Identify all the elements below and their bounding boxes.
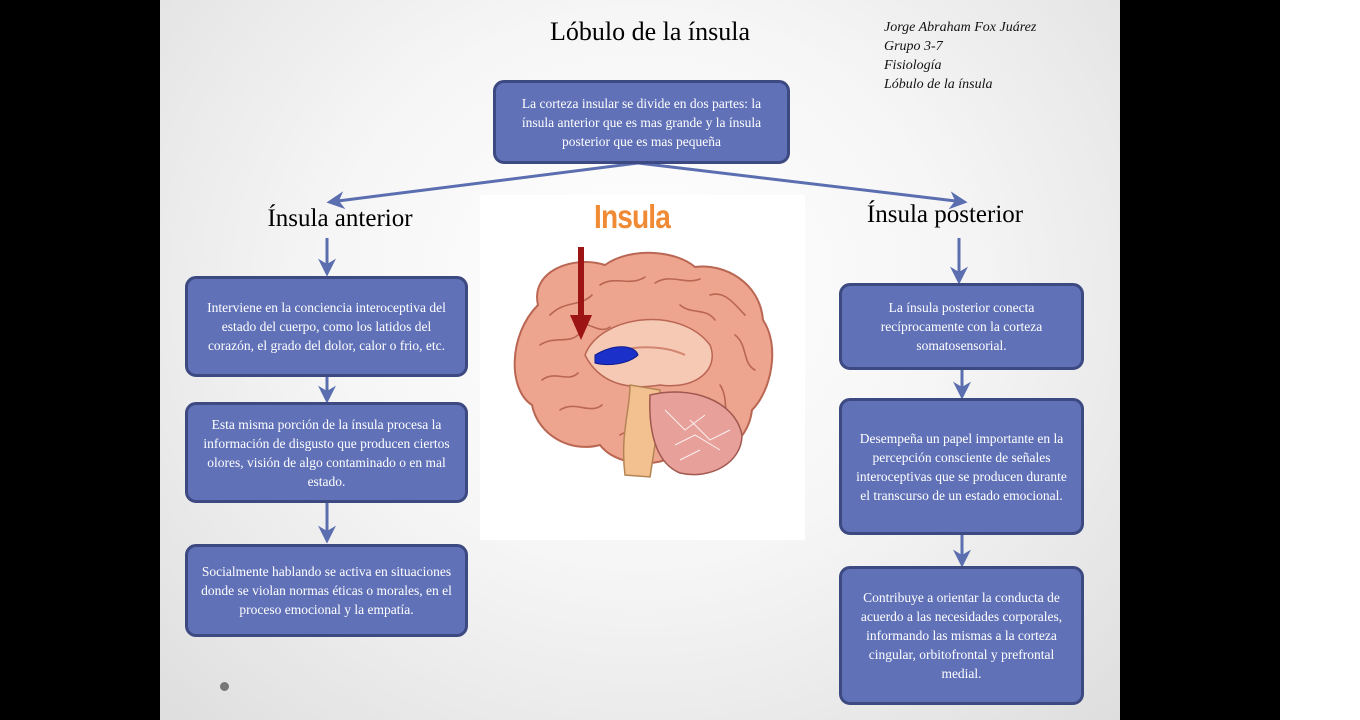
author-name: Jorge Abraham Fox Juárez bbox=[884, 20, 1037, 35]
posterior-box-1-text: La ínsula posterior conecta recíprocamen… bbox=[880, 300, 1043, 353]
author-subject: Fisiología bbox=[884, 58, 942, 73]
root-box: La corteza insular se divide en dos part… bbox=[493, 80, 790, 164]
anterior-box-3-text: Socialmente hablando se activa en situac… bbox=[201, 564, 452, 617]
slide: Lóbulo de la ínsula Jorge Abraham Fox Ju… bbox=[160, 0, 1120, 720]
insula-label: Insula bbox=[594, 198, 671, 235]
author-topic: Lóbulo de la ínsula bbox=[884, 77, 993, 92]
posterior-box-2: Desempeña un papel importante en la perc… bbox=[839, 398, 1084, 535]
root-box-text: La corteza insular se divide en dos part… bbox=[521, 95, 762, 149]
author-info: Jorge Abraham Fox Juárez Grupo 3-7 Fisio… bbox=[884, 18, 1104, 94]
posterior-box-2-text: Desempeña un papel importante en la perc… bbox=[856, 430, 1067, 503]
bullet-dot bbox=[220, 682, 229, 691]
posterior-box-3-text: Contribuye a orientar la conducta de acu… bbox=[860, 590, 1063, 681]
posterior-heading: Ínsula posterior bbox=[866, 201, 1024, 228]
brain-icon bbox=[480, 195, 805, 540]
right-margin bbox=[1280, 0, 1360, 720]
author-group: Grupo 3-7 bbox=[884, 39, 943, 54]
posterior-box-3: Contribuye a orientar la conducta de acu… bbox=[839, 566, 1084, 705]
anterior-box-2: Esta misma porción de la ínsula procesa … bbox=[185, 402, 468, 503]
anterior-heading: Ínsula anterior bbox=[267, 205, 413, 232]
anterior-box-3: Socialmente hablando se activa en situac… bbox=[185, 544, 468, 637]
anterior-box-2-text: Esta misma porción de la ínsula procesa … bbox=[203, 416, 450, 489]
posterior-box-1: La ínsula posterior conecta recíprocamen… bbox=[839, 283, 1084, 370]
anterior-box-1: Interviene en la conciencia interoceptiv… bbox=[185, 276, 468, 377]
anterior-box-1-text: Interviene en la conciencia interoceptiv… bbox=[207, 300, 446, 353]
page-title: Lóbulo de la ínsula bbox=[550, 17, 751, 46]
brain-illustration bbox=[480, 195, 805, 540]
